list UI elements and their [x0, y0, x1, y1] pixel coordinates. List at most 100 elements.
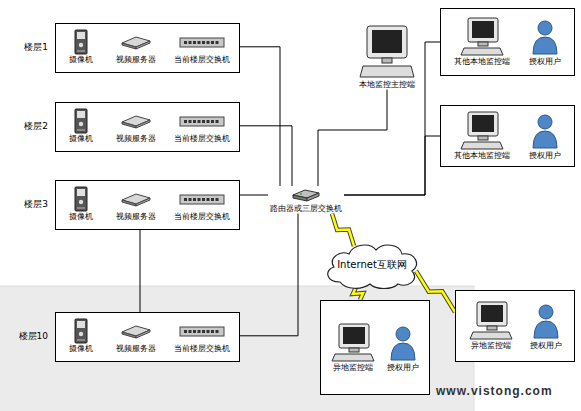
connector-line	[318, 90, 387, 186]
switch-icon	[179, 114, 225, 128]
watermark: www.vistong.com	[436, 384, 553, 398]
icon-holder	[389, 323, 417, 363]
icon-holder	[460, 111, 504, 151]
icon-holder	[179, 318, 225, 344]
station-label: 异地监控端	[333, 363, 373, 373]
device-label: 当前楼层交换机	[174, 134, 230, 144]
floor-band: 楼层10摄像机视频服务器当前楼层交换机	[55, 312, 240, 362]
device-label: 当前楼层交换机	[174, 344, 230, 354]
user-icon	[532, 303, 560, 339]
video-server-icon	[121, 113, 151, 129]
device-node: 摄像机	[67, 318, 95, 354]
device-node: 当前楼层交换机	[172, 186, 232, 222]
user-icon	[389, 325, 417, 361]
device-label: 视频服务器	[116, 55, 156, 65]
network-cable	[318, 90, 387, 186]
device-node: 视频服务器	[114, 29, 158, 65]
device-label: 本地监控主控端	[359, 80, 415, 90]
device-node: 视频服务器	[114, 108, 158, 144]
master-station: 本地监控主控端	[357, 24, 417, 90]
network-cable	[140, 230, 141, 312]
station-label: 其他本地监控端	[454, 57, 510, 67]
floor-label: 楼层1	[24, 42, 48, 53]
station-label: 异地监控端	[471, 341, 511, 351]
station-label: 授权用户	[530, 341, 562, 351]
device-node: 摄像机	[67, 186, 95, 222]
icon-holder	[121, 186, 151, 212]
column: 授权用户	[529, 17, 561, 67]
connector-line	[140, 230, 141, 312]
device-label: 视频服务器	[116, 134, 156, 144]
switch-icon	[179, 192, 225, 206]
icon-holder	[292, 186, 320, 204]
column: 异地监控端	[469, 301, 513, 351]
station-label: 其他本地监控端	[454, 151, 510, 161]
device-label: 视频服务器	[116, 344, 156, 354]
internet-cloud: Internet互联网	[322, 240, 422, 290]
camera-icon	[73, 108, 89, 134]
connector-line	[344, 42, 440, 195]
router-node: 路由器或三层交换机	[268, 186, 344, 214]
device-label: 视频服务器	[116, 212, 156, 222]
monitor-station-box: 其他本地监控端 授权用户	[440, 8, 575, 76]
device-label: 路由器或三层交换机	[270, 204, 342, 214]
icon-holder	[331, 323, 375, 363]
icon-holder	[121, 29, 151, 55]
device-label: 摄像机	[69, 55, 93, 65]
column: 授权用户	[530, 301, 562, 351]
device-node: 视频服务器	[114, 186, 158, 222]
device-node: 当前楼层交换机	[172, 29, 232, 65]
video-server-icon	[121, 34, 151, 50]
icon-holder	[73, 186, 89, 212]
computer-icon	[359, 25, 415, 79]
camera-icon	[73, 318, 89, 344]
network-cable	[232, 214, 298, 336]
floor-label: 楼层10	[19, 331, 48, 342]
user-icon	[531, 113, 559, 149]
cloud-label: Internet互联网	[337, 259, 407, 271]
monitor-station-box: 其他本地监控端授权用户	[440, 105, 575, 167]
computer-icon	[460, 17, 504, 57]
icon-holder	[121, 318, 151, 344]
column: 其他本地监控端	[454, 17, 510, 67]
video-server-icon	[121, 191, 151, 207]
device-label: 当前楼层交换机	[174, 55, 230, 65]
user-icon	[531, 19, 559, 55]
floor-band: 楼层3摄像机视频服务器当前楼层交换机	[55, 180, 240, 230]
switch-icon	[179, 35, 225, 49]
station-label: 授权用户	[387, 363, 419, 373]
icon-holder	[531, 17, 559, 57]
camera-icon	[73, 29, 89, 55]
wireless-link	[332, 214, 354, 246]
network-cable	[344, 136, 440, 195]
column: 授权用户	[387, 323, 419, 373]
camera-icon	[73, 186, 89, 212]
icon-holder	[121, 108, 151, 134]
connector-line	[353, 287, 363, 300]
device-node: 摄像机	[67, 108, 95, 144]
icon-holder	[359, 24, 415, 80]
connector-line	[332, 214, 354, 246]
network-cable	[344, 42, 440, 195]
monitor-station-box: 异地监控端 授权用户	[320, 300, 430, 395]
floor-band: 楼层2摄像机视频服务器当前楼层交换机	[55, 102, 240, 152]
icon-holder	[179, 29, 225, 55]
video-server-icon	[121, 323, 151, 339]
device-node: 摄像机	[67, 29, 95, 65]
grey-region	[0, 286, 474, 411]
connector-line	[332, 214, 354, 246]
device-node: 当前楼层交换机	[172, 108, 232, 144]
floor-label: 楼层3	[24, 199, 48, 210]
device-label: 摄像机	[69, 134, 93, 144]
floor-label: 楼层2	[24, 121, 48, 132]
computer-icon	[469, 301, 513, 341]
device-label: 当前楼层交换机	[174, 212, 230, 222]
device-label: 摄像机	[69, 344, 93, 354]
icon-holder	[179, 186, 225, 212]
column: 异地监控端	[331, 323, 375, 373]
floor-band: 楼层1摄像机视频服务器当前楼层交换机	[55, 23, 240, 73]
icon-holder	[73, 318, 89, 344]
icon-holder	[532, 301, 560, 341]
icon-holder	[73, 29, 89, 55]
